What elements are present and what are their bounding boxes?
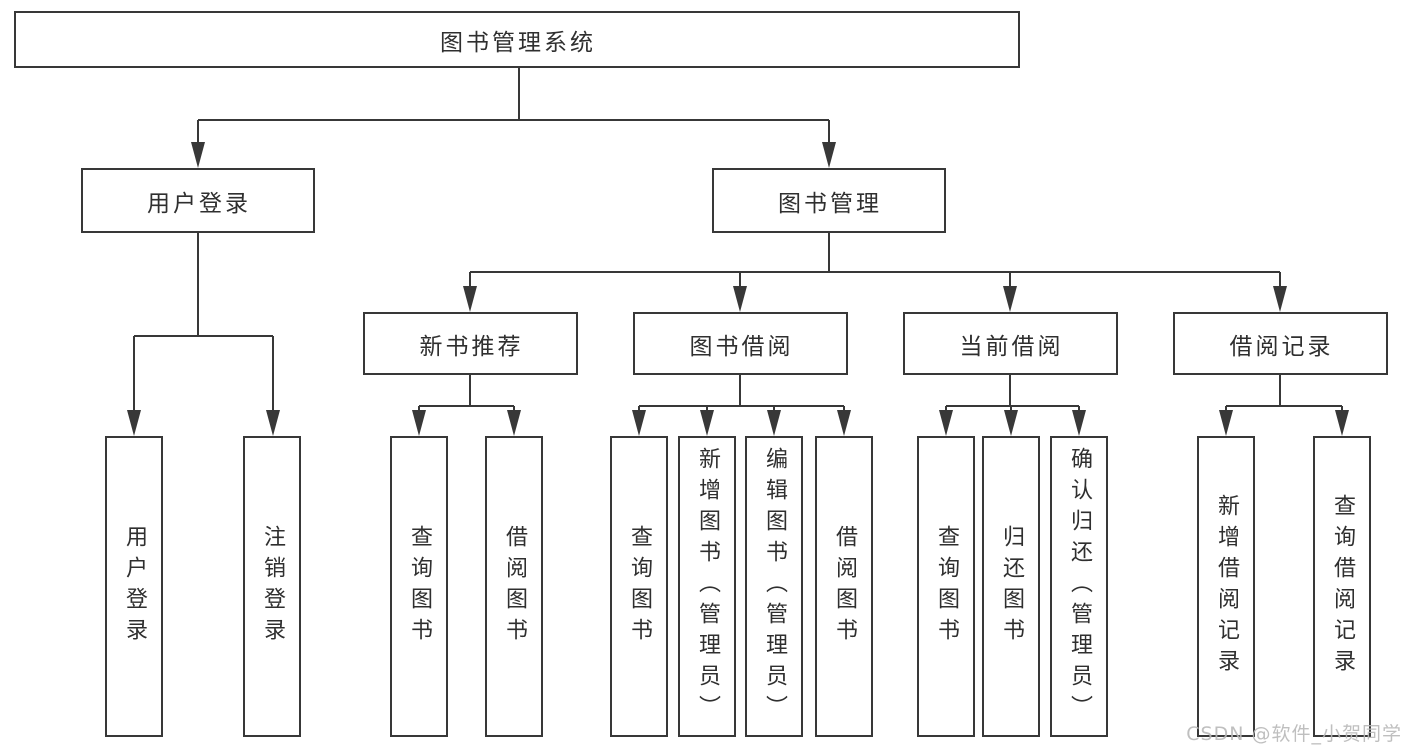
node-library-management-system: 图书管理系统 [14, 11, 1020, 68]
node-leaf-query-books-borrowing: 查询图书 [610, 436, 668, 737]
connector-borrowing-records-bus [1226, 375, 1342, 407]
node-leaf-borrow-books-recommend: 借阅图书 [485, 436, 543, 737]
node-user-login: 用户登录 [81, 168, 315, 233]
node-label: 用户登录 [122, 524, 147, 649]
node-label: 借阅图书 [502, 524, 527, 649]
node-book-management: 图书管理 [712, 168, 946, 233]
node-new-book-recommendation: 新书推荐 [363, 312, 578, 375]
node-label: 用户登录 [147, 190, 251, 217]
node-borrowing-records: 借阅记录 [1173, 312, 1388, 375]
node-label: 图书借阅 [689, 333, 794, 360]
node-label: 当前借阅 [959, 333, 1064, 360]
node-label: 借阅记录 [1229, 333, 1334, 360]
connector-book-management-bus [470, 233, 1280, 273]
node-label: 查询图书 [627, 524, 652, 649]
node-label: 新增借阅记录 [1214, 493, 1239, 680]
node-leaf-query-books-recommend: 查询图书 [390, 436, 448, 737]
node-label: 新书推荐 [419, 333, 524, 360]
node-current-borrowing: 当前借阅 [903, 312, 1118, 375]
node-leaf-add-books-admin: 新增图书（管理员） [678, 436, 736, 737]
node-leaf-add-borrow-record: 新增借阅记录 [1197, 436, 1255, 737]
node-label: 图书管理系统 [440, 29, 596, 56]
node-leaf-query-borrow-record: 查询借阅记录 [1313, 436, 1371, 737]
connector-book-borrowing-bus [639, 375, 844, 407]
node-label: 注销登录 [260, 524, 285, 649]
node-leaf-confirm-return-admin: 确认归还（管理员） [1050, 436, 1108, 737]
csdn-watermark: CSDN @软件_小贺同学 [1186, 723, 1402, 745]
node-leaf-query-books-current: 查询图书 [917, 436, 975, 737]
node-leaf-logout: 注销登录 [243, 436, 301, 737]
connector-root-bus [198, 68, 829, 121]
connector-new-book-bus [419, 375, 514, 407]
node-label: 查询图书 [934, 524, 959, 649]
connector-current-borrowing-bus [946, 375, 1079, 407]
node-leaf-user-login: 用户登录 [105, 436, 163, 737]
node-label: 查询图书 [407, 524, 432, 649]
node-label: 图书管理 [778, 190, 882, 217]
node-label: 借阅图书 [832, 524, 857, 649]
node-leaf-borrow-books-borrowing: 借阅图书 [815, 436, 873, 737]
node-label: 编辑图书（管理员） [762, 447, 787, 726]
node-leaf-edit-books-admin: 编辑图书（管理员） [745, 436, 803, 737]
node-leaf-return-books: 归还图书 [982, 436, 1040, 737]
node-label: 确认归还（管理员） [1067, 447, 1092, 726]
node-label: 查询借阅记录 [1330, 493, 1355, 680]
node-label: 新增图书（管理员） [695, 447, 720, 726]
node-book-borrowing: 图书借阅 [633, 312, 848, 375]
connector-user-login-bus [134, 233, 273, 337]
node-label: 归还图书 [999, 524, 1024, 649]
